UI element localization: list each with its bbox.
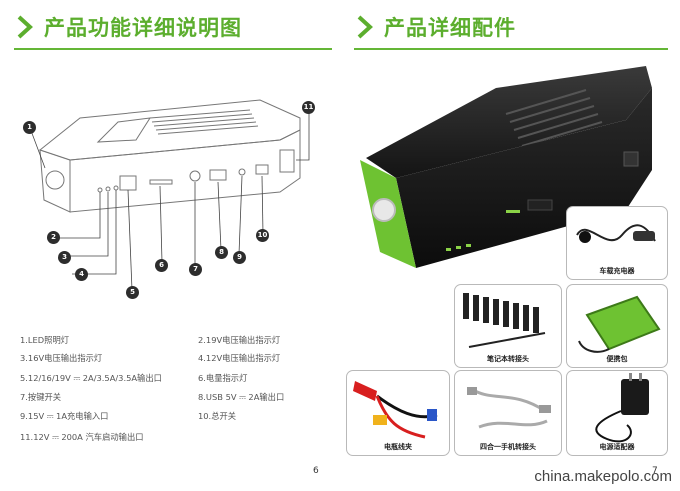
adapter-image (595, 373, 649, 443)
callout-10: 10 (256, 229, 269, 242)
device-left-outline (39, 149, 71, 213)
legend-item: 6.电量指示灯 (198, 373, 248, 383)
right-section-title: 产品详细配件 (384, 16, 516, 40)
carry-bag-label: 便携包 (606, 355, 628, 363)
accessory-carry-bag: 便携包 (566, 284, 668, 368)
car-charger-image (576, 224, 656, 243)
callout-9: 9 (233, 251, 246, 264)
legend-item: 5.12/16/19V ⎓ 2A/3.5A/3.5A输出口 (20, 373, 162, 383)
chevron-right-icon (357, 15, 373, 39)
laptop-tips-label: 笔记本转接头 (487, 355, 529, 363)
four-in-one-label: 四合一手机转接头 (480, 443, 536, 451)
car-charger-label: 车载充电器 (599, 267, 635, 275)
laptop-tips-image (463, 293, 546, 348)
callout-6: 6 (155, 259, 168, 272)
legend-item: 7.按键开关 (20, 392, 62, 402)
battery-clamps-label: 电瓶线夹 (384, 443, 412, 451)
accessory-four-in-one: 四合一手机转接头 (454, 370, 562, 456)
left-section-header: 产品功能详细说明图 (14, 12, 242, 42)
callout-3: 3 (58, 251, 71, 264)
device-top-outline (38, 99, 301, 161)
callout-1: 1 (23, 121, 36, 134)
callout-2: 2 (47, 231, 60, 244)
legend-item: 2.19V电压输出指示灯 (198, 335, 281, 345)
chevron-right-icon (17, 15, 33, 39)
accessory-adapter: 电源适配器 (566, 370, 668, 456)
watermark-text: china.makepolo.com (534, 468, 672, 485)
page-number-left: 6 (313, 466, 319, 476)
callout-11: 11 (302, 101, 315, 114)
left-section-title: 产品功能详细说明图 (44, 16, 242, 40)
right-section-header: 产品详细配件 (354, 12, 516, 42)
legend-item: 3.16V电压输出指示灯 (20, 353, 103, 363)
callout-7: 7 (189, 263, 202, 276)
legend-item: 9.15V ⎓ 1A充电输入口 (20, 411, 109, 421)
callout-4: 4 (75, 268, 88, 281)
page-number-right: 7 (652, 466, 658, 476)
right-header-rule (354, 48, 668, 50)
adapter-label: 电源适配器 (599, 443, 635, 451)
accessory-car-charger: 车载充电器 (566, 206, 668, 280)
legend-item: 11.12V ⎓ 200A 汽车启动输出口 (20, 432, 144, 442)
callout-5: 5 (126, 286, 139, 299)
accessory-battery-clamps: 电瓶线夹 (346, 370, 450, 456)
four-in-one-image (467, 387, 551, 429)
legend-item: 1.LED照明灯 (20, 335, 70, 345)
callout-8: 8 (215, 246, 228, 259)
legend-item: 10.总开关 (198, 411, 237, 421)
accessory-laptop-tips: 笔记本转接头 (454, 284, 562, 368)
carry-bag-image (578, 295, 661, 353)
legend-item: 4.12V电压输出指示灯 (198, 353, 281, 363)
legend-item: 8.USB 5V ⎓ 2A输出口 (198, 392, 285, 402)
device-front-outline (69, 129, 301, 213)
left-header-rule (14, 48, 332, 50)
battery-clamps-image (353, 381, 438, 439)
product-photo (360, 66, 652, 268)
